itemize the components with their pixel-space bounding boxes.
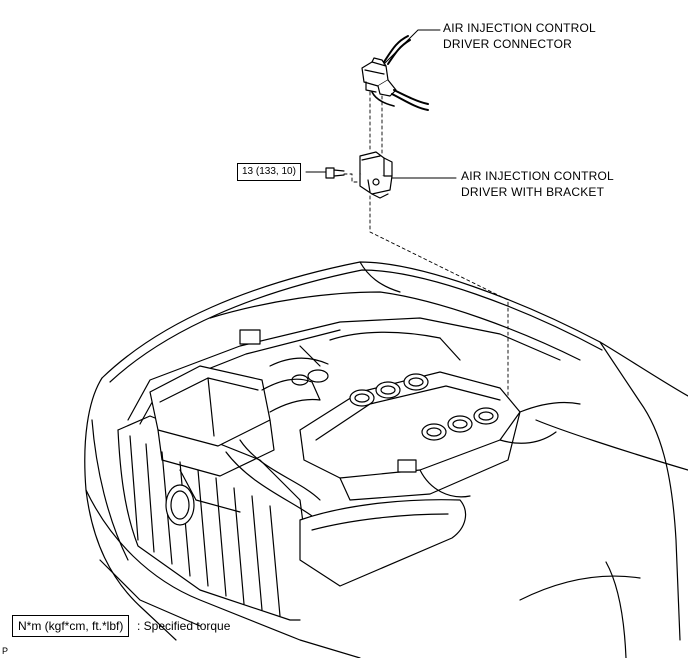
corner-mark: P [2,646,9,656]
driver-label-line-2: DRIVER WITH BRACKET [461,185,605,199]
torque-unit-legend: N*m (kgf*cm, ft.*lbf) [12,615,130,637]
driver-label-line-1: AIR INJECTION CONTROL [461,169,614,183]
bolt-graphic [325,167,345,179]
engine-bay-graphic [149,329,581,517]
driver-graphic [359,151,393,199]
vehicle-graphic [84,261,688,658]
connector-label: AIR INJECTION CONTROL DRIVER CONNECTOR [443,20,596,52]
torque-legend-description: : Specified torque [137,619,231,633]
connector-label-line-1: AIR INJECTION CONTROL [443,21,596,35]
connector-graphic [361,35,429,111]
torque-spec-box: 13 (133, 10) [237,163,301,181]
driver-label: AIR INJECTION CONTROL DRIVER WITH BRACKE… [461,168,614,200]
connector-label-line-2: DRIVER CONNECTOR [443,37,572,51]
